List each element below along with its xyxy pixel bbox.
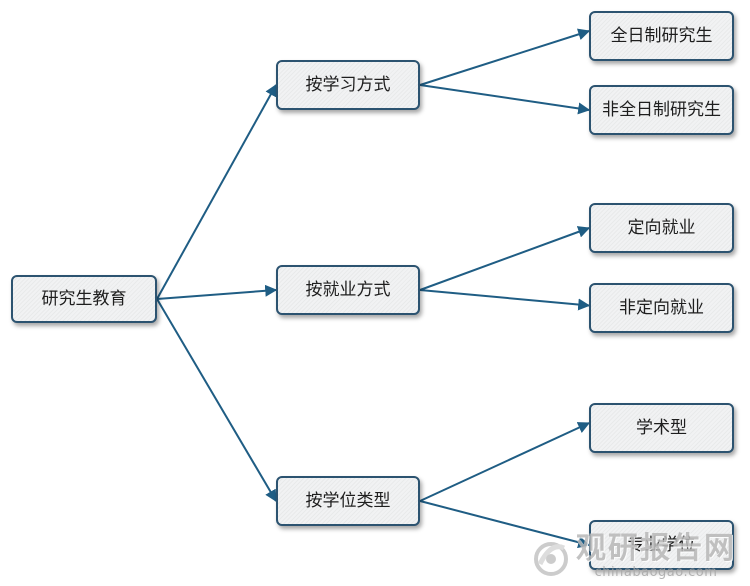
watermark-url: chinabaogao.com (594, 565, 718, 580)
leaf-node-professional: 专业学位 (589, 520, 734, 570)
connector-employment-to-targeted (419, 226, 591, 291)
leaf-node-targeted: 定向就业 (589, 203, 734, 253)
watermark: 观研报告网 chinabaogao.com (530, 533, 736, 580)
category-node-study-mode: 按学习方式 (276, 60, 420, 110)
leaf-node-part-time: 非全日制研究生 (589, 85, 734, 135)
category-node-degree-type: 按学位类型 (276, 476, 420, 526)
connector-degree-to-professional (419, 500, 591, 549)
root-node: 研究生教育 (11, 275, 157, 323)
connector-employment-to-non-targeted (419, 289, 591, 311)
leaf-node-full-time: 全日制研究生 (589, 11, 734, 61)
connector-study-to-full-time (419, 28, 591, 86)
connector-study-to-part-time (419, 84, 591, 115)
leaf-node-academic: 学术型 (589, 403, 734, 453)
connector-degree-to-academic (419, 422, 591, 502)
watermark-title: 观研报告网 (576, 531, 736, 566)
category-node-employment-mode: 按就业方式 (276, 265, 420, 315)
connector-group (156, 28, 591, 549)
connector-root-to-employment-mode (156, 284, 278, 300)
leaf-node-non-targeted: 非定向就业 (589, 283, 734, 333)
watermark-logo-icon (534, 541, 568, 576)
connector-root-to-study-mode (156, 83, 277, 300)
connector-root-to-degree-type (156, 298, 277, 503)
